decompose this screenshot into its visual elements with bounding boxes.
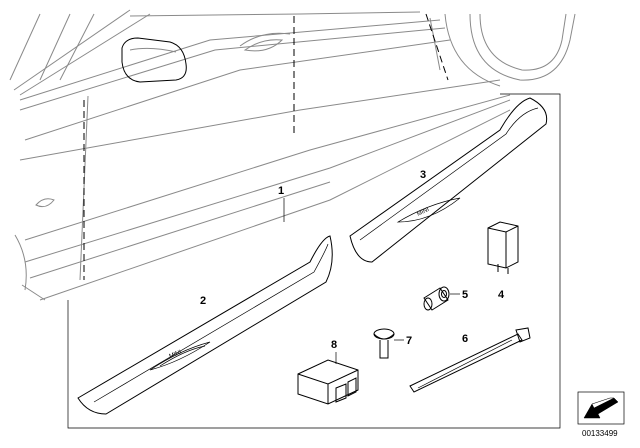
part-label-8: 8 [331,339,337,351]
part-label-6: 6 [462,333,468,345]
sill-trim-front [77,235,333,415]
part-label-4: 4 [498,289,505,301]
expanding-nut [423,286,460,311]
sill-lettering-rear: MINI [416,207,430,218]
sill-lettering-front: MINI [169,349,183,359]
part-label-7: 7 [406,335,412,347]
control-module [487,221,519,274]
part-label-1: 1 [278,185,284,197]
connector-block [297,352,359,405]
part-label-3: 3 [420,169,426,181]
push-pin [373,328,404,359]
part-label-2: 2 [200,295,206,307]
parts-frame [67,93,561,429]
car-body-outline [9,9,576,301]
cable-tie [409,327,531,393]
sill-trim-rear [349,97,548,263]
side-mirror [121,37,187,83]
document-number: 00133499 [582,429,618,438]
view-direction-icon [577,391,625,425]
part-label-5: 5 [462,289,468,301]
